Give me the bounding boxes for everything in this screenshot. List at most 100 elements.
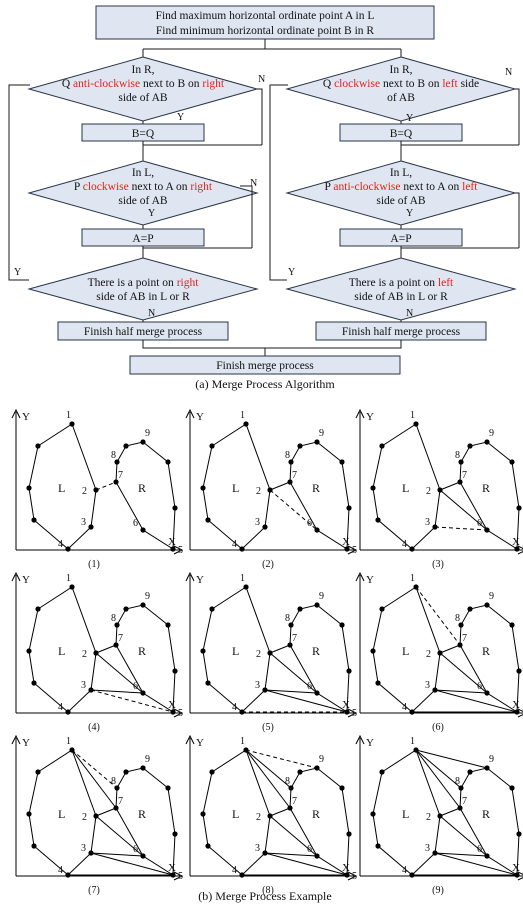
right-set-label: R [138, 644, 146, 658]
vertex-5 [170, 709, 176, 715]
edge-1-8 [245, 749, 292, 789]
edge-3-6 [434, 852, 488, 857]
right-end-no-label: N [406, 308, 413, 319]
left-hull [202, 586, 271, 713]
panel-caption: (5) [262, 722, 274, 733]
vertex-4-label: 4 [402, 702, 407, 713]
right-set-label: R [138, 807, 146, 821]
vertex-6-label: 6 [133, 518, 138, 529]
left-hull [372, 749, 441, 876]
vertex-2 [267, 487, 273, 493]
vertex-8 [288, 459, 294, 465]
highlight-word: left [438, 277, 454, 289]
hull-vertex [297, 769, 303, 775]
edge-2-6 [439, 489, 488, 531]
x-axis-label: X [512, 699, 520, 711]
vertex-6 [140, 527, 146, 533]
vertex-6 [140, 853, 146, 859]
left-p-no-label: N [250, 178, 257, 189]
vertex-8 [288, 785, 294, 791]
vertex-1 [413, 747, 419, 753]
panel-caption: (2) [262, 559, 274, 570]
edge-1-7 [71, 749, 117, 809]
hull-vertex [370, 811, 376, 817]
vertex-3-label: 3 [425, 843, 430, 854]
right-hull [459, 604, 520, 713]
vertex-9-label: 9 [145, 428, 150, 439]
hull-vertex [339, 785, 345, 791]
left-q-yes-label: Y [177, 112, 184, 123]
vertex-2-label: 2 [426, 649, 431, 660]
vertex-8-label: 8 [285, 613, 290, 624]
vertex-4 [239, 709, 245, 715]
vertex-4-label: 4 [58, 702, 63, 713]
panel-caption: (8) [262, 885, 274, 896]
edge-1-9 [415, 749, 488, 769]
vertex-9 [140, 765, 146, 771]
left-set-label: L [402, 481, 409, 495]
vertex-7 [287, 805, 293, 811]
hull-vertex [165, 785, 171, 791]
decision-text-part: In R, [132, 64, 155, 76]
vertex-3 [88, 850, 94, 856]
hull-vertex [467, 443, 473, 449]
right-p-no-line [515, 192, 520, 248]
vertex-4-label: 4 [232, 865, 237, 876]
hull-vertex [209, 769, 215, 775]
vertex-9-label: 9 [145, 591, 150, 602]
decision-text-part: P [325, 181, 334, 193]
vertex-2 [437, 650, 443, 656]
right-hull [289, 441, 350, 550]
hull-vertex [339, 622, 345, 628]
vertex-2 [93, 487, 99, 493]
split-connector [142, 39, 402, 57]
vertex-3 [262, 850, 268, 856]
hull-vertex [123, 606, 129, 612]
left-decision-q-text: In R,Q anti-clockwise next to B on right… [62, 64, 225, 104]
right-ap-text: A=P [390, 233, 411, 245]
decision-text-part: next to A on [400, 181, 462, 193]
right-bq-text: B=Q [390, 128, 413, 140]
vertex-8-label: 8 [455, 613, 460, 624]
panel-caption: (4) [88, 722, 100, 733]
vertex-5 [344, 546, 350, 552]
candidate-edge-1-7 [415, 586, 461, 646]
right-q-yes-label: Y [406, 113, 413, 124]
right-hull [459, 767, 520, 876]
vertex-9 [314, 439, 320, 445]
vertex-7 [287, 479, 293, 485]
vertex-6 [314, 527, 320, 533]
edge-2-7 [439, 481, 461, 491]
vertex-2 [437, 813, 443, 819]
y-axis-label: Y [366, 411, 374, 423]
vertex-1-label: 1 [240, 573, 245, 584]
left-bq-merge-line [142, 141, 262, 161]
edge-2-7 [95, 807, 117, 817]
vertex-4-label: 4 [58, 865, 63, 876]
vertex-4 [409, 546, 415, 552]
right-hull [115, 604, 176, 713]
vertex-2 [267, 813, 273, 819]
flowchart: Find maximum horizontal ordinate point A… [8, 5, 520, 391]
left-ap-text: A=P [132, 233, 153, 245]
right-set-label: R [482, 644, 490, 658]
left-hull [28, 586, 97, 713]
left-hull [202, 423, 271, 550]
y-axis-label: Y [196, 737, 204, 749]
decision-text-part: next to B on [140, 78, 202, 90]
panel-caption: (3) [432, 559, 444, 570]
highlight-word: left [462, 181, 478, 193]
left-hull [372, 586, 441, 713]
hull-vertex [379, 606, 385, 612]
hull-vertex [31, 843, 37, 849]
edge-2-7 [439, 644, 461, 654]
hull-vertex [375, 843, 381, 849]
vertex-2 [93, 813, 99, 819]
right-set-label: R [482, 481, 490, 495]
hull-vertex [200, 811, 206, 817]
vertex-5 [170, 872, 176, 878]
